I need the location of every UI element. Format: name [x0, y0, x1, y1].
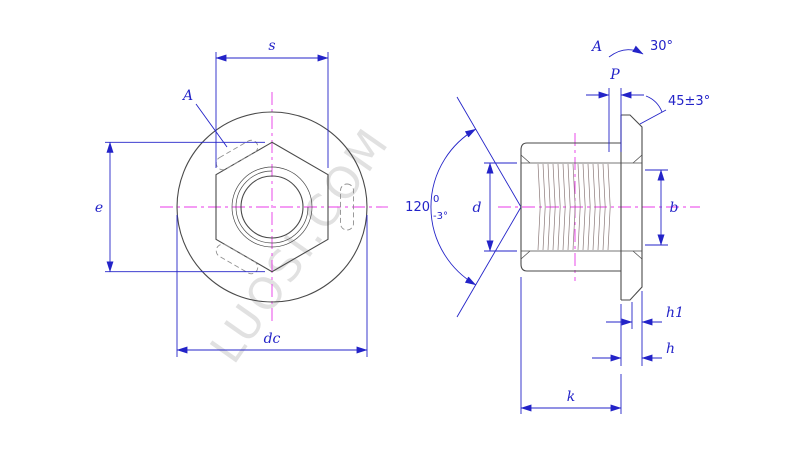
bore-chamfer-lines	[520, 154, 643, 260]
label-angle-120: 120	[405, 200, 430, 215]
label-dc: dc	[264, 331, 281, 347]
label-d: d	[473, 200, 482, 216]
label-s: s	[268, 38, 275, 54]
dim-dc: dc	[176, 215, 368, 357]
watermark-text: LUOSI.COM	[201, 118, 400, 372]
chamfer-circle	[231, 166, 313, 248]
label-k: k	[567, 389, 575, 405]
view-rotation-arc	[608, 45, 644, 58]
thread-major-arc	[235, 170, 309, 244]
thread-lines	[537, 163, 611, 251]
label-b: b	[670, 200, 679, 216]
datum-a: A	[181, 88, 228, 148]
dim-p: P	[586, 67, 644, 152]
label-h1: h1	[666, 305, 684, 321]
datum-a-leader	[195, 103, 228, 148]
label-view-a: A	[590, 39, 602, 55]
chamfer-leader	[639, 109, 667, 125]
dim-h1: h1	[606, 291, 684, 366]
angle-120-annotation: 120 0 -3°	[405, 96, 522, 318]
label-angle-tol-lower: -3°	[433, 211, 448, 222]
angle-120-line-lower	[456, 206, 522, 318]
chamfer-mark-top-left	[215, 139, 259, 171]
thread-hatch-path	[537, 163, 611, 251]
dim-b: b	[645, 169, 679, 246]
dim-s: s	[215, 38, 329, 168]
label-view-angle: 30°	[650, 39, 673, 54]
chamfer-mark-right	[340, 183, 354, 231]
label-chamfer-angle: 45±3°	[668, 94, 710, 109]
chamfer-angle-annotation: 45±3°	[639, 94, 710, 125]
angle-120-line-upper	[456, 96, 522, 208]
front-view: s A e dc	[95, 38, 388, 357]
dim-h: h	[592, 304, 675, 366]
label-datum-a: A	[181, 88, 193, 104]
side-view: P 45±3° A 30° d b	[473, 39, 710, 414]
nut-body-outline	[520, 114, 643, 301]
dim-e: e	[95, 141, 265, 273]
hex-outline	[215, 141, 329, 273]
dim-d: d	[473, 162, 517, 252]
label-angle-tol-upper: 0	[433, 194, 439, 205]
chamfer-angle-arc	[645, 95, 663, 113]
label-e: e	[95, 200, 103, 216]
dim-k: k	[520, 277, 622, 414]
flange-circle	[176, 111, 368, 303]
label-p: P	[609, 67, 620, 83]
view-rotation-annotation: A 30°	[590, 39, 673, 58]
label-h: h	[666, 341, 675, 357]
angle-120-arc	[430, 128, 477, 286]
chamfer-mark-bottom-left	[215, 243, 259, 275]
bore-circle	[240, 175, 304, 239]
